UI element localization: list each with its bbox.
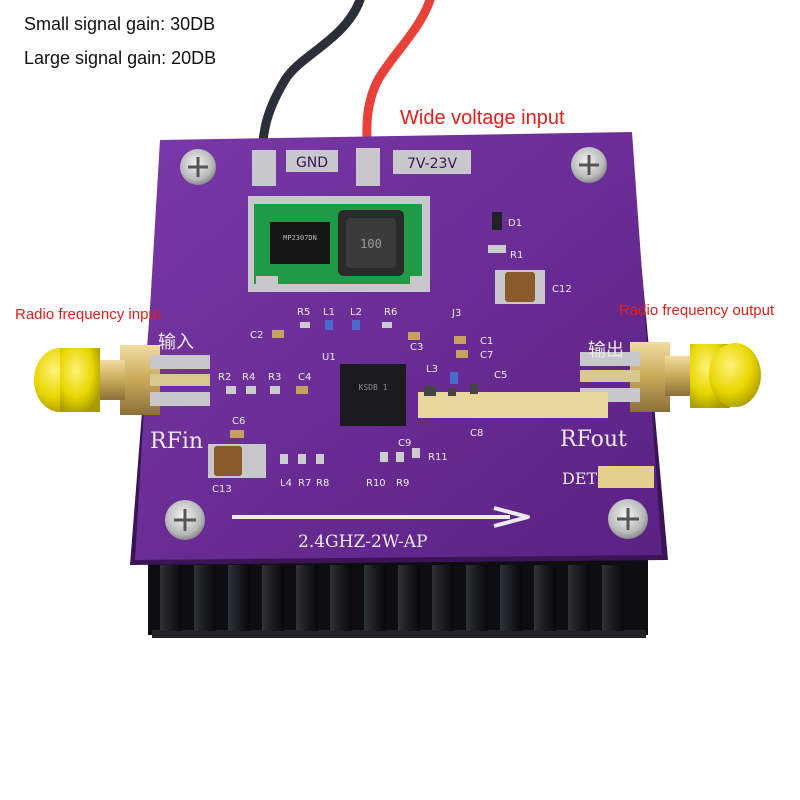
screw-icon [608,499,648,539]
designator-r7: R7 [298,478,311,489]
screw-icon [165,500,205,540]
designator-u1: U1 [322,352,336,363]
wide-voltage-input-caption: Wide voltage input [400,107,565,129]
power-pads: GND 7V-23V [252,148,471,186]
smd-components [208,320,468,478]
module-chip-text: MP2307DN [283,234,317,242]
top-right-components [488,212,545,304]
screw-icon [571,147,607,183]
designator-r10: R10 [366,478,386,489]
sma-input-connector [34,345,210,415]
designator-c3: C3 [410,342,423,353]
screw-icon [180,149,216,185]
designator-c5: C5 [494,370,507,381]
designator-c12: C12 [552,284,572,295]
sma-cap [709,343,761,407]
designator-c9: C9 [398,438,411,449]
model-label: 2.4GHZ-2W-AP [298,532,428,552]
direction-arrow [232,506,530,528]
heatsink-fins [160,565,624,631]
designator-r6: R6 [384,307,397,318]
heatsink [148,560,648,638]
det-pad [598,466,654,488]
inductor-text: 100 [360,237,382,251]
ic-text: KSDB 1 [359,383,388,392]
designator-l2: L2 [350,307,362,318]
rf-output-caption: Radio frequency output [619,302,775,319]
voltage-label: 7V-23V [407,156,458,172]
designator-c7: C7 [480,350,493,361]
designator-r9: R9 [396,478,409,489]
designator-l3: L3 [426,364,438,375]
designator-r3: R3 [268,372,281,383]
designator-r2: R2 [218,372,231,383]
designator-l1: L1 [323,307,335,318]
designator-r4: R4 [242,372,255,383]
buck-converter-module: MP2307DN 100 [248,196,430,292]
designator-l4: L4 [280,478,292,489]
diode-d1 [492,212,502,230]
designator-c6: C6 [232,416,245,427]
capacitor-c13 [214,446,242,476]
designator-j3: J3 [451,308,461,319]
output-chinese-label: 输出 [588,340,624,361]
silkscreen-labels: 输入 输出 RFin RFout DET 2.4GHZ-2W-AP R5 L1 … [150,218,627,552]
designator-c13: C13 [212,484,232,495]
small-signal-gain-caption: Small signal gain: 30DB [24,14,216,34]
large-signal-gain-caption: Large signal gain: 20DB [24,48,217,68]
designator-r5: R5 [297,307,310,318]
input-chinese-label: 输入 [158,332,194,353]
det-label: DET [562,469,598,488]
designator-d1: D1 [508,218,522,229]
regulator-chip [270,222,330,264]
designator-c8: C8 [470,428,483,439]
designator-c1: C1 [480,336,493,347]
sma-output-connector [580,342,761,412]
power-wires [257,0,435,165]
output-microstrip [418,384,608,418]
gnd-wire [257,0,365,165]
arrow-right-icon [493,506,530,528]
rf-amplifier-ic: KSDB 1 [340,364,406,426]
designator-r11: R11 [428,452,448,463]
rfout-label: RFout [560,427,627,452]
designator-c4: C4 [298,372,311,383]
gnd-label: GND [296,155,328,171]
designator-c2: C2 [250,330,263,341]
mounting-screws [165,147,648,540]
designator-r8: R8 [316,478,329,489]
capacitor-c12 [505,272,535,302]
power-wire [362,0,435,165]
rfin-label: RFin [150,429,203,454]
designator-r1: R1 [510,250,523,261]
rf-input-caption: Radio frequency input [15,306,161,323]
